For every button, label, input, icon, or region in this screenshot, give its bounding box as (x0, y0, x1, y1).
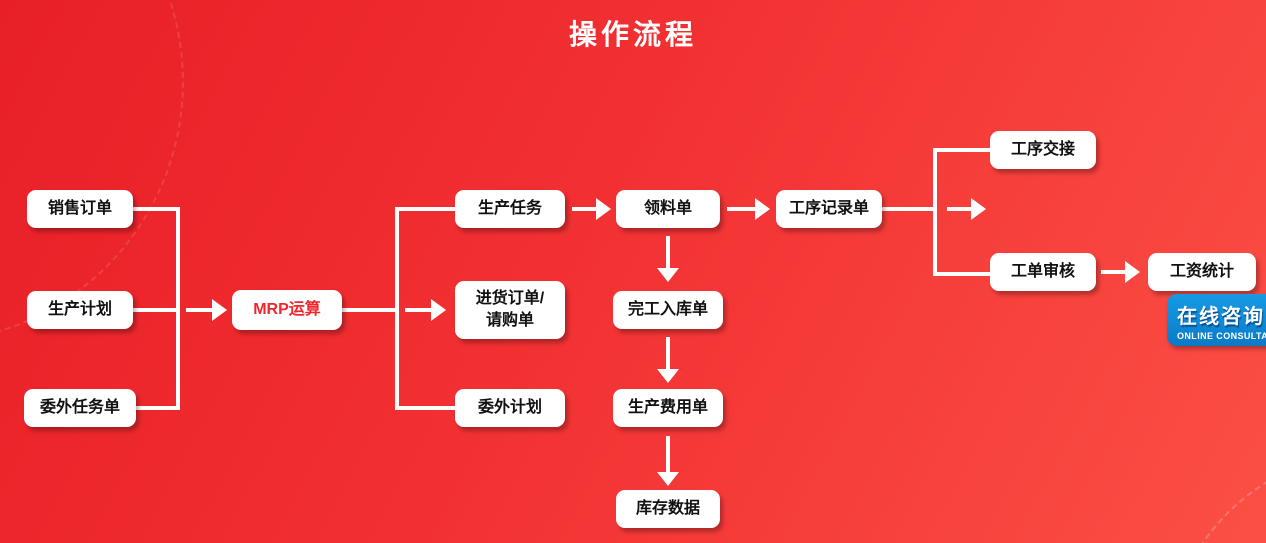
node-production-task: 生产任务 (455, 190, 565, 228)
node-purchase-requisition: 进货订单/ 请购单 (455, 281, 565, 339)
flow-arrow-right (1101, 261, 1140, 283)
connector-line (937, 148, 990, 152)
connector-line (937, 272, 990, 276)
connector-line (395, 207, 399, 410)
flow-arrow-right (572, 198, 611, 220)
connector-line (342, 308, 399, 312)
node-completion-warehouse-receipt: 完工入库单 (613, 291, 723, 329)
flow-arrow-right (186, 299, 227, 321)
flow-arrow-right (727, 198, 770, 220)
connector-line (136, 406, 180, 410)
node-sales-order: 销售订单 (27, 190, 133, 228)
node-process-handover: 工序交接 (990, 131, 1096, 169)
node-inventory-data: 库存数据 (616, 490, 720, 528)
flow-arrow-down (657, 436, 679, 486)
node-mrp-calculation: MRP运算 (232, 290, 342, 330)
node-outsourcing-task-order: 委外任务单 (24, 389, 136, 427)
online-consultation-badge[interactable]: 在线咨询 ONLINE CONSULTATION (1167, 294, 1266, 346)
online-consultation-label: 在线咨询 (1177, 305, 1265, 328)
connector-line (882, 207, 937, 211)
node-outsourcing-plan: 委外计划 (455, 389, 565, 427)
flow-arrow-down (657, 236, 679, 282)
node-material-requisition: 领料单 (616, 190, 720, 228)
node-salary-statistics: 工资统计 (1148, 253, 1256, 291)
node-production-expense: 生产费用单 (613, 389, 723, 427)
online-consultation-sublabel: ONLINE CONSULTATION (1177, 330, 1266, 341)
connector-line (933, 148, 937, 276)
flow-arrow-right (405, 299, 446, 321)
connector-line (133, 308, 180, 312)
flow-arrow-down (657, 337, 679, 383)
connector-line (176, 207, 180, 410)
flow-arrow-right (947, 198, 986, 220)
node-process-record: 工序记录单 (776, 190, 882, 228)
connector-line (399, 406, 455, 410)
connector-line (399, 207, 455, 211)
node-work-order-review: 工单审核 (990, 253, 1096, 291)
connector-line (133, 207, 180, 211)
node-production-plan: 生产计划 (27, 291, 133, 329)
decorative-dashed-arc (1165, 450, 1266, 543)
page-title: 操作流程 (568, 19, 697, 50)
